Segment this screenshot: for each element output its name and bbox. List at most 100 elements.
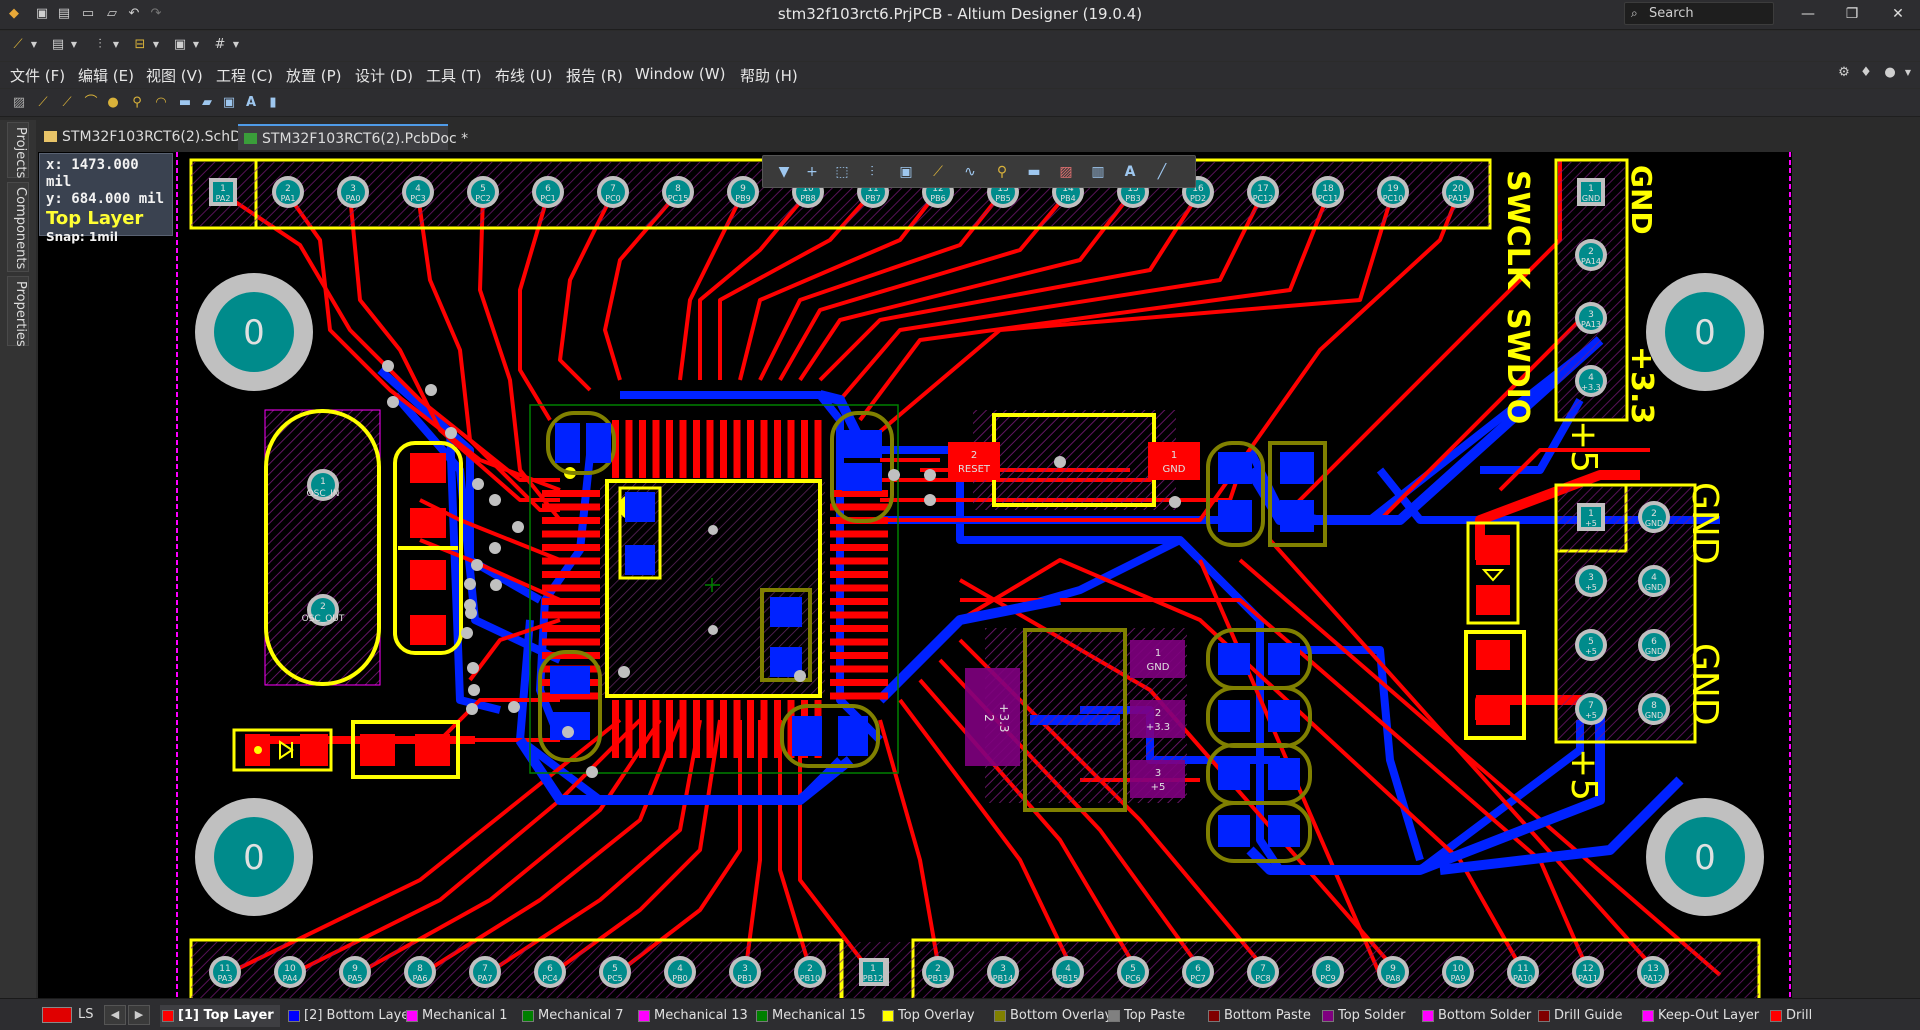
align-icon[interactable]: ⫶ [870, 164, 874, 180]
tune-icon[interactable]: ∿ [964, 164, 976, 180]
menu-tools[interactable]: 工具 (T) [426, 67, 482, 85]
document-icon[interactable]: ▤ [51, 37, 65, 52]
menu-reports[interactable]: 报告 (R) [566, 67, 623, 85]
component-icon[interactable]: ▣ [899, 164, 913, 180]
menu-view[interactable]: 视图 (V) [146, 67, 203, 85]
route-icon[interactable]: ⟋ [38, 95, 48, 110]
layer-color-swatch [1770, 1010, 1782, 1022]
layer-set-button[interactable]: LS [78, 1007, 94, 1022]
layer-tab-drill[interactable]: Drill [1768, 1005, 1812, 1027]
gear-icon[interactable]: ⚙ [1838, 65, 1850, 80]
menu-project[interactable]: 工程 (C) [216, 67, 273, 85]
menu-file[interactable]: 文件 (F) [10, 67, 66, 85]
layer-tab-drill-guide[interactable]: Drill Guide [1536, 1005, 1623, 1027]
layer-tab-keep-out-layer[interactable]: Keep-Out Layer [1640, 1005, 1759, 1027]
chevron-down-icon[interactable]: ▼ [70, 40, 78, 49]
layer-tab-top-solder[interactable]: Top Solder [1320, 1005, 1405, 1027]
fill-icon[interactable]: ▬ [1027, 164, 1041, 180]
tab-pcbdoc[interactable]: STM32F103RCT6(2).PcbDoc * [238, 124, 468, 150]
open-folder-icon[interactable]: ▭ [81, 6, 95, 21]
layer-tab-1-top-layer[interactable]: [1] Top Layer [160, 1005, 280, 1027]
diff-pair-icon[interactable]: ⟋ [62, 95, 72, 110]
grid-icon[interactable]: # [214, 37, 226, 52]
pad-icon[interactable]: ⚲ [996, 164, 1008, 180]
menu-route[interactable]: 布线 (U) [495, 67, 553, 85]
pad-icon[interactable]: ⚲ [132, 95, 142, 110]
text-icon[interactable]: A [245, 95, 257, 110]
tab-properties[interactable]: Properties [7, 276, 29, 347]
save-all-icon[interactable]: ▤ [57, 6, 71, 21]
filter-icon[interactable]: ▼ [778, 164, 790, 180]
layer-tab-mechanical-13[interactable]: Mechanical 13 [636, 1005, 748, 1027]
pin-number: 12 [1582, 964, 1593, 974]
menu-window[interactable]: Window (W) [635, 65, 726, 83]
tab-projects[interactable]: Projects [7, 122, 29, 178]
minimize-button[interactable]: — [1801, 6, 1815, 22]
chart-icon[interactable]: ⟋ [13, 37, 23, 52]
component-icon[interactable]: ▣ [222, 95, 236, 110]
via [425, 384, 437, 396]
select-rect-icon[interactable]: ⬚ [835, 164, 849, 180]
save-icon[interactable]: ▣ [35, 6, 49, 21]
via-icon[interactable]: ● [107, 95, 119, 110]
layer-tab-bottom-solder[interactable]: Bottom Solder [1420, 1005, 1531, 1027]
arc-icon[interactable]: ⌒ [84, 95, 98, 110]
tab-schdoc[interactable]: STM32F103RCT6(2).SchDoc [38, 124, 257, 150]
user-icon[interactable]: ● [1884, 65, 1896, 80]
text-icon[interactable]: A [1124, 164, 1136, 180]
polygon-icon[interactable]: ▰ [202, 95, 212, 110]
layer-tab-mechanical-15[interactable]: Mechanical 15 [754, 1005, 866, 1027]
bell-icon[interactable]: ♦ [1860, 65, 1872, 80]
distribute-icon[interactable]: ⊟ [134, 37, 146, 52]
layer-tab-top-paste[interactable]: Top Paste [1106, 1005, 1185, 1027]
menu-place[interactable]: 放置 (P) [286, 67, 342, 85]
layer-prev-button[interactable]: ◀ [104, 1005, 126, 1025]
chevron-down-icon[interactable]: ▼ [112, 40, 120, 49]
undo-icon[interactable]: ↶ [128, 6, 140, 21]
chevron-down-icon[interactable]: ▼ [192, 40, 200, 49]
via [489, 542, 501, 554]
chevron-down-icon[interactable]: ▼ [152, 40, 160, 49]
pcb-view[interactable]: 1PA22PA13PA04PC35PC26PC17PC08PC159PB910P… [38, 152, 1920, 998]
menu-edit[interactable]: 编辑 (E) [78, 67, 134, 85]
menu-design[interactable]: 设计 (D) [355, 67, 414, 85]
open-project-icon[interactable]: ▱ [107, 6, 117, 21]
filter-icon[interactable]: ▨ [12, 95, 26, 110]
current-layer: Top Layer [46, 208, 144, 229]
layer-tab-mechanical-1[interactable]: Mechanical 1 [404, 1005, 508, 1027]
tab-components[interactable]: Components [7, 182, 29, 272]
arc-place-icon[interactable]: ◠ [155, 95, 167, 110]
close-button[interactable]: ✕ [1892, 6, 1904, 22]
menu-help[interactable]: 帮助 (H) [740, 67, 798, 85]
window-icon[interactable]: ▣ [173, 37, 187, 52]
redo-icon[interactable]: ↷ [150, 6, 162, 21]
dimension-icon[interactable]: ▥ [1091, 164, 1105, 180]
align-icon[interactable]: ⫶ [98, 37, 102, 52]
chevron-down-icon[interactable]: ▼ [1904, 68, 1912, 77]
route-icon[interactable]: ⟋ [933, 164, 943, 180]
layer-tab-mechanical-7[interactable]: Mechanical 7 [520, 1005, 624, 1027]
pin-number: 10 [802, 184, 814, 194]
search-input[interactable]: ⌕Search [1624, 2, 1774, 25]
restore-button[interactable]: ❐ [1845, 6, 1859, 22]
tab-pcbdoc-label: STM32F103RCT6(2).PcbDoc * [262, 131, 469, 147]
pin-net: PC15 [668, 194, 689, 203]
mount-hole-bottom-left: 0 [195, 798, 313, 916]
layer-tab-bottom-overlay[interactable]: Bottom Overlay [992, 1005, 1112, 1027]
pin-number: 4 [1065, 964, 1071, 974]
chevron-down-icon[interactable]: ▼ [30, 40, 38, 49]
layer-tab-label: Keep-Out Layer [1658, 1008, 1760, 1023]
fill-icon[interactable]: ▬ [178, 95, 192, 110]
line-icon[interactable]: ▮ [269, 95, 277, 110]
current-layer-swatch[interactable] [42, 1007, 72, 1023]
crosshair-icon[interactable]: + [806, 164, 818, 180]
line-icon[interactable]: ╱ [1157, 164, 1167, 180]
layer-tab-2-bottom-layer[interactable]: [2] Bottom Layer [286, 1005, 415, 1027]
layer-tab-top-overlay[interactable]: Top Overlay [880, 1005, 975, 1027]
layer-next-button[interactable]: ▶ [128, 1005, 150, 1025]
chevron-down-icon[interactable]: ▼ [232, 40, 240, 49]
layer-tab-bottom-paste[interactable]: Bottom Paste [1206, 1005, 1311, 1027]
keepout-icon[interactable]: ▨ [1059, 164, 1073, 180]
pin-number: 7 [1260, 964, 1266, 974]
